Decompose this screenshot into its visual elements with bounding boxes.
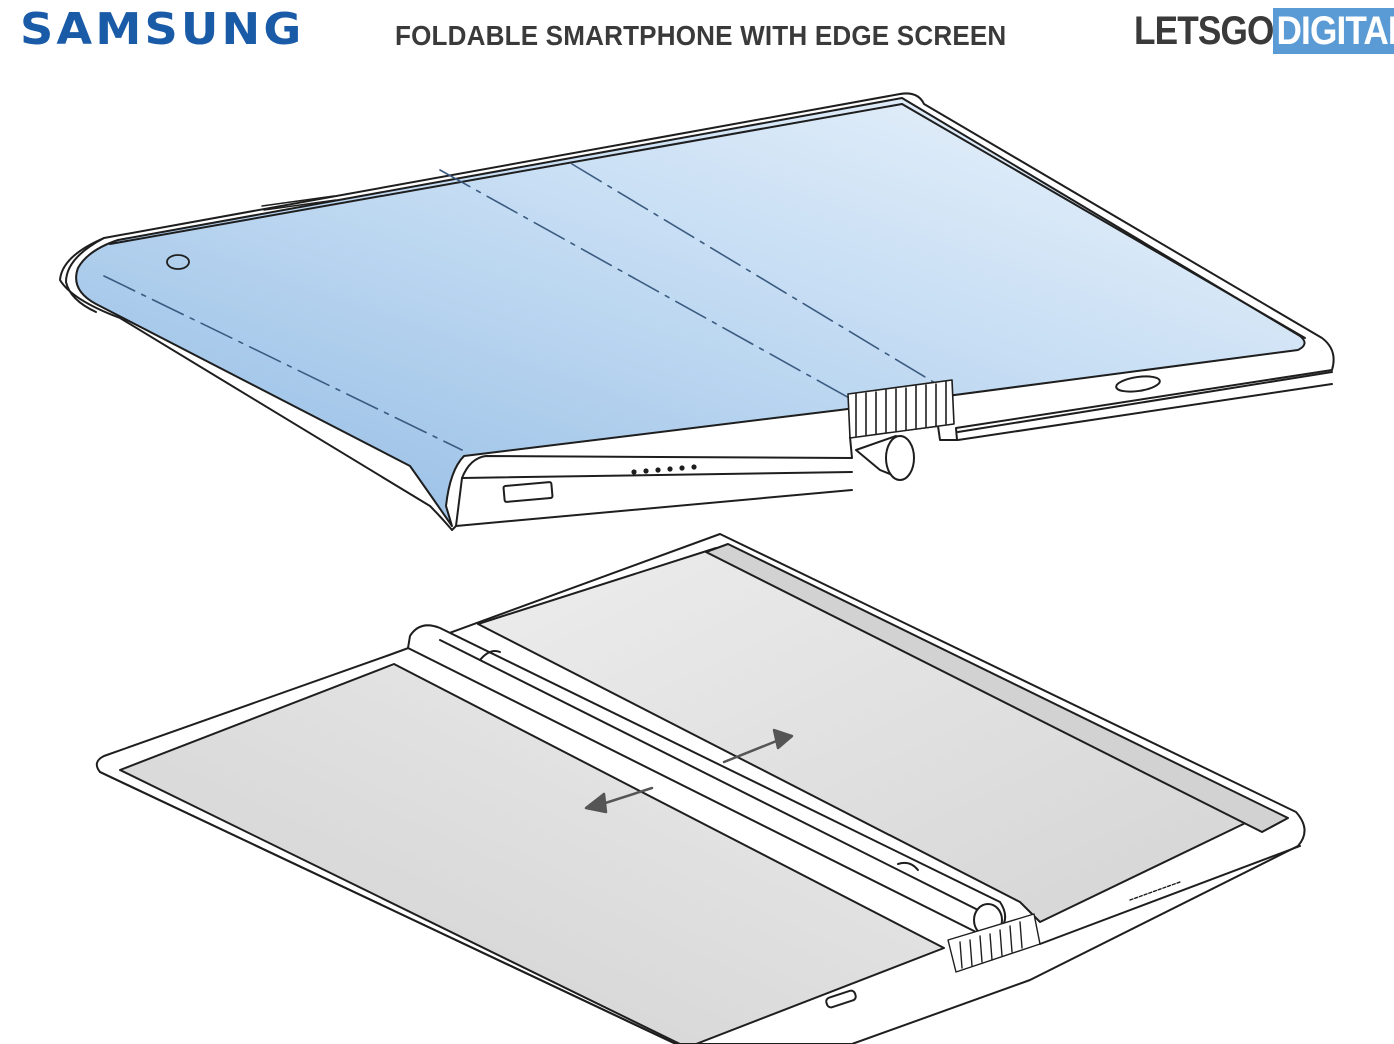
speaker-grille-bottom — [1129, 881, 1181, 901]
logo-text-letsgo: LETSGO — [1134, 9, 1274, 53]
bottom-frame-right — [1039, 845, 1301, 945]
edge-screen — [75, 97, 1306, 527]
letsgodigital-logo: LETSGO DIGITAL — [1115, 8, 1394, 54]
right-panel — [477, 547, 1261, 923]
hinge-knob-end — [885, 435, 915, 481]
samsung-logo: SAMSUNG — [20, 4, 305, 55]
stylus-line — [439, 639, 991, 917]
right-frame-line-2 — [957, 383, 1333, 441]
speaker-dots — [631, 464, 697, 475]
stylus-segment-line-2 — [897, 861, 919, 871]
side-button-icon — [1115, 375, 1161, 393]
slide-arrow-right — [722, 728, 794, 764]
page-title: FOLDABLE SMARTPHONE WITH EDGE SCREEN — [395, 20, 1007, 51]
fold-line-2 — [439, 169, 861, 405]
header: SAMSUNG FOLDABLE SMARTPHONE WITH EDGE SC… — [0, 0, 1394, 70]
stylus-segment-line — [479, 650, 501, 661]
fold-line-3 — [571, 163, 941, 387]
right-frame-line — [957, 371, 1333, 433]
hinge-mechanism — [847, 379, 955, 439]
bottom-frame-line — [461, 471, 853, 479]
folded-phone — [95, 533, 1306, 1044]
unfolded-phone — [59, 92, 1335, 531]
fold-line-1 — [103, 275, 463, 451]
usb-port-icon — [502, 481, 554, 503]
left-curved-edge — [65, 237, 105, 313]
right-edge-line — [901, 103, 1306, 339]
slide-arrow-left — [584, 786, 654, 814]
bottom-frame-line-2 — [455, 489, 853, 527]
left-panel — [119, 663, 945, 1044]
top-edge-line — [109, 103, 903, 245]
bottom-port-icon — [825, 989, 857, 1009]
camera-icon — [166, 254, 190, 270]
logo-text-digital: DIGITAL — [1273, 8, 1394, 54]
speaker-grille-top — [261, 195, 337, 211]
right-edge-strip — [705, 543, 1289, 833]
bottom-frame — [99, 771, 677, 1044]
